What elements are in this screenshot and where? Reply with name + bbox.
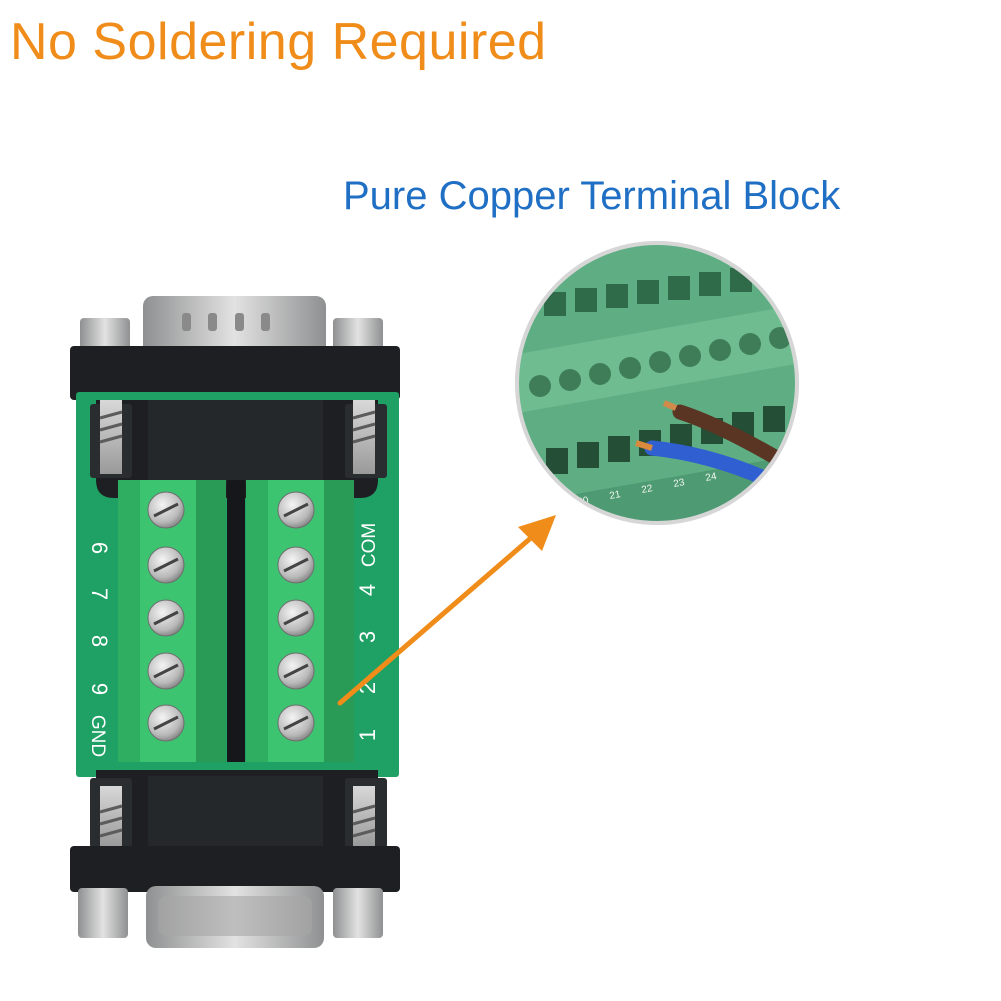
terminal-screw-icon (147, 599, 185, 637)
right-terminal-screws (277, 491, 315, 742)
strip-label: 21 (609, 489, 622, 502)
terminal-screw-icon (277, 652, 315, 690)
pin-label: 3 (355, 631, 380, 643)
db9-adapter: 6 7 8 9 GND COM 4 3 2 1 (70, 296, 400, 948)
pin-label: 8 (87, 635, 112, 647)
bottom-flange (70, 846, 400, 892)
terminal-screw-icon (277, 704, 315, 742)
zoom-inset: 20 21 22 23 24 25 (515, 241, 799, 525)
strip-label: 23 (673, 477, 686, 490)
pin-label: 1 (355, 729, 380, 741)
terminal-screw-icon (147, 491, 185, 529)
headline-text: No Soldering Required (10, 13, 547, 71)
top-right-screw-icon (352, 400, 376, 474)
bottom-right-hex-post (333, 888, 383, 938)
terminal-screw-icon (277, 599, 315, 637)
top-shell-dimples (182, 313, 270, 331)
left-terminal-screws (147, 491, 185, 742)
pointer-arrow (337, 515, 556, 706)
terminal-screw-icon (277, 491, 315, 529)
left-pin-labels: 6 7 8 9 GND (87, 542, 112, 757)
subhead-text: Pure Copper Terminal Block (343, 174, 841, 218)
top-left-screw-icon (99, 400, 123, 474)
bottom-left-screw-icon (99, 786, 123, 846)
pin-label: 7 (87, 588, 112, 600)
strip-label: 22 (641, 483, 654, 496)
pin-label: GND (87, 715, 108, 757)
terminal-screw-icon (147, 546, 185, 584)
arrow-head-icon (518, 515, 556, 551)
top-dsub-shell (143, 296, 326, 358)
center-divider (227, 480, 245, 762)
terminal-screw-icon (147, 704, 185, 742)
pin-label: 4 (355, 584, 380, 596)
pin-label: COM (359, 523, 380, 567)
terminal-screw-icon (147, 652, 185, 690)
right-pin-labels: COM 4 3 2 1 (355, 523, 380, 741)
left-terminal-block (118, 480, 226, 762)
top-flange (70, 346, 400, 400)
inset-frame (515, 241, 799, 525)
inset-screw-holes (529, 327, 791, 397)
strip-label: 24 (705, 471, 718, 484)
brown-wire (672, 404, 788, 468)
pin-label: 6 (87, 542, 112, 554)
right-terminal-block (246, 480, 354, 762)
pin-label: 9 (87, 683, 112, 695)
bottom-left-hex-post (78, 888, 128, 938)
bottom-right-screw-icon (352, 786, 376, 846)
terminal-screw-icon (277, 546, 315, 584)
